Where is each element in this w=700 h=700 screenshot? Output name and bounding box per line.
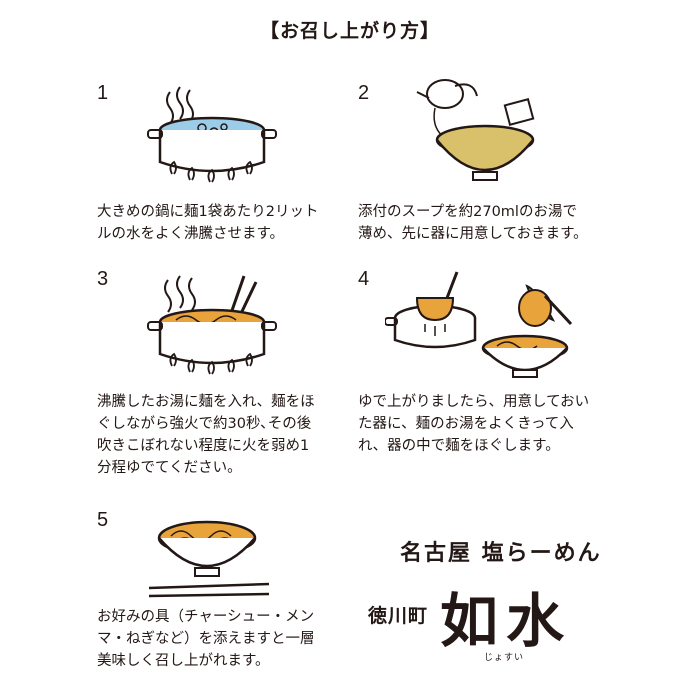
brand-name: 如水 xyxy=(440,587,573,655)
step-1-text: 大きめの鍋に麺1袋あたり2リット ルの水をよく沸騰させます。 xyxy=(97,201,392,245)
step-4-line-2: た器に、麺のお湯をよくきって入 xyxy=(358,416,574,432)
step-3-line-4: 分程ゆでてください。 xyxy=(97,460,242,476)
step-3-number: 3 xyxy=(97,268,109,290)
pot-boiling-icon xyxy=(147,86,277,183)
pot-noodles-icon xyxy=(147,275,277,375)
brand-tagline: 名古屋 塩らーめん xyxy=(400,540,602,566)
brand-town: 徳川町 xyxy=(368,605,429,627)
step-5-number: 5 xyxy=(97,509,109,531)
step-4-line-1: ゆで上がりましたら、用意しておい xyxy=(358,394,590,410)
step-2-text: 添付のスープを約270mlのお湯で 薄め、先に器に用意しておきます。 xyxy=(358,201,653,245)
step-4-number: 4 xyxy=(358,268,370,290)
brand-ruby: じょすい xyxy=(484,653,525,663)
step-2-line-2: 薄め、先に器に用意しておきます。 xyxy=(358,226,588,242)
step-1-line-1: 大きめの鍋に麺1袋あたり2リット xyxy=(97,204,319,220)
step-1-number: 1 xyxy=(97,82,109,104)
step-5-line-2: マ・ねぎなど）を添えますと一層 xyxy=(97,631,315,647)
step-3-line-3: 吹きこぼれない程度に火を弱め1 xyxy=(97,438,310,454)
ramen-bowl-icon xyxy=(148,520,270,598)
step-3-line-2: ぐしながら強火で約30秒､その後 xyxy=(97,416,312,432)
step-3-text: 沸騰したお湯に麺を入れ、麺をほ ぐしながら強火で約30秒､その後 吹きこぼれない… xyxy=(97,391,392,479)
kettle-bowl-icon xyxy=(416,79,535,181)
step-4-line-3: れ、器の中で麺をほぐします。 xyxy=(358,438,560,454)
step-5-line-3: 美味しく召し上がれます。 xyxy=(97,653,270,669)
step-2-line-1: 添付のスープを約270mlのお湯で xyxy=(358,204,577,220)
step-1-line-2: ルの水をよく沸騰させます。 xyxy=(97,226,285,242)
step-3-line-1: 沸騰したお湯に麺を入れ、麺をほ xyxy=(97,394,315,410)
page-title: 【お召し上がり方】 xyxy=(259,20,440,42)
step-5-text: お好みの具（チャーシュー・メン マ・ねぎなど）を添えますと一層 美味しく召し上が… xyxy=(97,606,392,672)
step-4-text: ゆで上がりましたら、用意しておい た器に、麺のお湯をよくきって入 れ、器の中で麺… xyxy=(358,391,653,457)
step-5-line-1: お好みの具（チャーシュー・メン xyxy=(97,609,315,625)
step-2-number: 2 xyxy=(358,82,370,104)
strainer-bowl-icon xyxy=(385,271,573,378)
